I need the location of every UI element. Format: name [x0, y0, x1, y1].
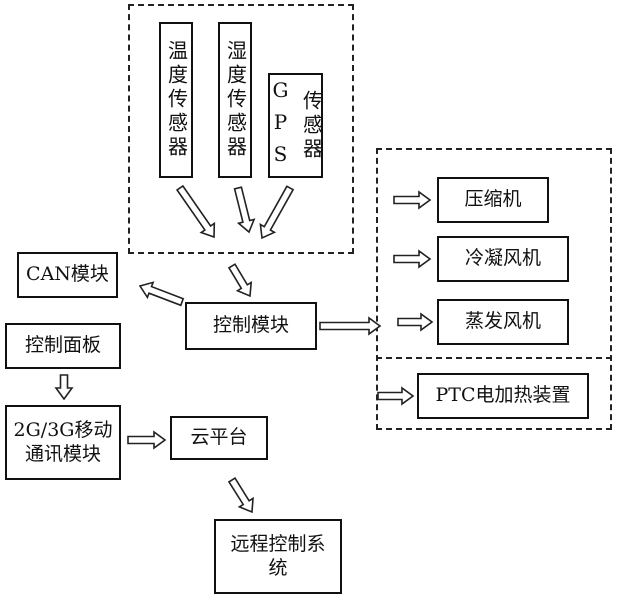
- arrow-mobile-to-cloud: [127, 430, 167, 450]
- cloud-platform-label: 云平台: [190, 426, 248, 449]
- control-panel-box: 控制面板: [5, 323, 121, 369]
- cloud-platform-box: 云平台: [170, 416, 268, 460]
- can-module-label: CAN模块: [26, 263, 109, 286]
- arrow-cloud-to-remote: [227, 476, 254, 514]
- arrow-to-ptc-heater: [377, 386, 415, 406]
- evaporator-fan-box: 蒸发风机: [437, 299, 569, 345]
- arrow-temp-to-control: [175, 184, 216, 239]
- evaporator-fan-label: 蒸发风机: [464, 310, 541, 333]
- arrow-gps-to-control: [259, 185, 295, 240]
- temperature-sensor-label: 温度传感器: [164, 40, 189, 160]
- arrow-to-evaporator-fan: [397, 312, 434, 332]
- gps-letters: GPS: [268, 77, 293, 174]
- ptc-heater-box: PTC电加热装置: [417, 373, 589, 419]
- sensor-group: [128, 4, 354, 254]
- condenser-fan-label: 冷凝风机: [464, 247, 541, 270]
- remote-control-label-line2: 统: [268, 556, 288, 579]
- compressor-box: 压缩机: [437, 177, 549, 223]
- gps-sensor-box: GPS 传感器: [268, 73, 324, 178]
- arrow-sensors-to-control: [227, 263, 253, 298]
- remote-control-label-line1: 远程控制系: [230, 532, 326, 555]
- mobile-comm-label-line1: 2G/3G移动: [13, 418, 113, 441]
- humidity-sensor-label: 湿度传感器: [223, 40, 248, 160]
- ptc-heater-label: PTC电加热装置: [435, 384, 571, 407]
- arrow-to-compressor: [393, 190, 432, 210]
- can-module-box: CAN模块: [17, 252, 118, 298]
- actuator-group: [376, 148, 612, 430]
- gps-sensor-label: 传感器: [299, 89, 324, 162]
- humidity-sensor-box: 湿度传感器: [218, 22, 252, 178]
- mobile-comm-module-box: 2G/3G移动 通讯模块: [5, 405, 121, 480]
- arrow-control-to-can: [138, 281, 185, 307]
- arrow-humidity-to-control: [233, 186, 256, 234]
- compressor-label: 压缩机: [464, 188, 522, 211]
- control-panel-label: 控制面板: [24, 334, 101, 357]
- arrow-to-condenser-fan: [393, 249, 432, 269]
- actuator-group-divider: [376, 357, 612, 359]
- arrow-control-to-actuators: [319, 316, 382, 336]
- condenser-fan-box: 冷凝风机: [437, 236, 569, 282]
- control-module-box: 控制模块: [185, 302, 317, 350]
- arrow-panel-to-mobile: [54, 374, 74, 401]
- temperature-sensor-box: 温度传感器: [159, 22, 193, 178]
- mobile-comm-label-line2: 通讯模块: [24, 442, 101, 465]
- remote-control-system-box: 远程控制系 统: [214, 519, 342, 594]
- control-module-label: 控制模块: [212, 314, 289, 337]
